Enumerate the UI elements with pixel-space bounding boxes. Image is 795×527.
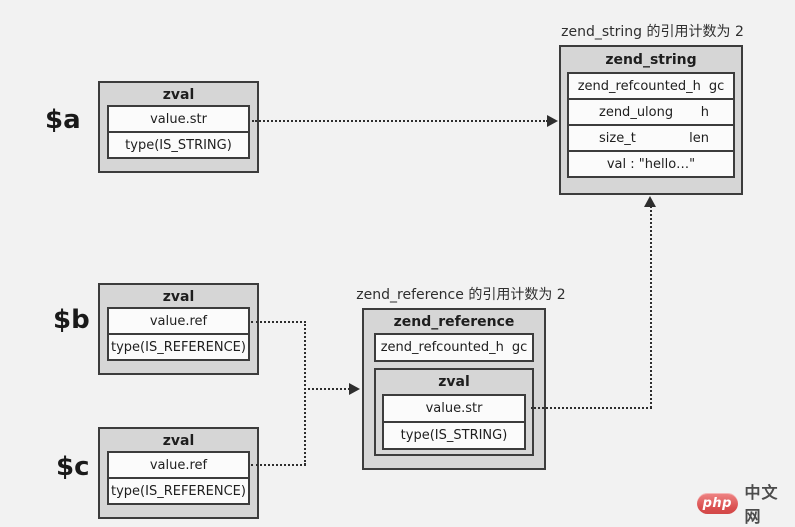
zval-b-row-type: type(IS_REFERENCE) bbox=[111, 339, 246, 355]
zval-a-row-value: value.str bbox=[109, 107, 248, 133]
zend-reference-zval-box: zval value.str type(IS_STRING) bbox=[374, 368, 534, 456]
caption-zend-string-refcount: zend_string 的引用计数为 2 bbox=[561, 24, 744, 40]
zval-a-title: zval bbox=[162, 87, 195, 103]
arrow-a-to-string-head bbox=[547, 115, 558, 127]
zend-reference-row-gc: zend_refcounted_h gc bbox=[376, 335, 532, 360]
zend-string-box: zend_string zend_refcounted_h gc zend_ul… bbox=[559, 45, 743, 195]
zend-string-row-len: size_t len bbox=[569, 126, 733, 152]
field-type: zend_refcounted_h bbox=[380, 340, 504, 355]
arrow-bc-to-reference-line bbox=[304, 388, 350, 390]
arrow-bc-to-reference-head bbox=[349, 383, 360, 395]
zval-box-b: zval value.ref type(IS_REFERENCE) bbox=[98, 283, 259, 375]
zval-box-c: zval value.ref type(IS_REFERENCE) bbox=[98, 427, 259, 519]
field-name: gc bbox=[708, 78, 725, 94]
var-label-a: $a bbox=[45, 105, 81, 135]
zval-c-row-type: type(IS_REFERENCE) bbox=[111, 483, 246, 499]
zval-b-row-value: value.ref bbox=[109, 309, 248, 335]
zend-string-row-h: zend_ulong h bbox=[569, 100, 733, 126]
arrow-bc-merge-line bbox=[304, 321, 306, 465]
field-name: len bbox=[689, 130, 709, 146]
arrow-reference-to-string-hline bbox=[531, 407, 652, 409]
arrow-c-out-line bbox=[251, 464, 306, 466]
field-type: zend_refcounted_h bbox=[577, 78, 701, 94]
field-name: gc bbox=[511, 340, 528, 355]
arrow-reference-to-string-vline bbox=[650, 206, 652, 408]
zend-string-row-gc: zend_refcounted_h gc bbox=[569, 74, 733, 100]
field-type: zend_ulong bbox=[599, 104, 674, 120]
arrow-b-out-line bbox=[251, 321, 306, 323]
zval-box-a: zval value.str type(IS_STRING) bbox=[98, 81, 259, 173]
zval-b-title: zval bbox=[162, 289, 195, 305]
php-logo-badge: php bbox=[697, 492, 738, 514]
zend-string-row-val: val : "hello…" bbox=[606, 156, 696, 172]
caption-zend-reference-refcount: zend_reference 的引用计数为 2 bbox=[356, 287, 566, 303]
field-type: size_t bbox=[599, 130, 636, 146]
zend-reference-title: zend_reference bbox=[393, 314, 515, 330]
zend-reference-zval-row-type: type(IS_STRING) bbox=[400, 428, 508, 443]
var-label-c: $c bbox=[56, 452, 90, 482]
zend-reference-box: zend_reference zend_refcounted_h gc zval… bbox=[362, 308, 546, 470]
zval-c-title: zval bbox=[162, 433, 195, 449]
zval-c-row-value: value.ref bbox=[109, 453, 248, 479]
zval-a-row-type: type(IS_STRING) bbox=[125, 137, 232, 153]
field-name: h bbox=[700, 104, 709, 120]
var-label-b: $b bbox=[53, 305, 90, 335]
zend-reference-zval-row-value: value.str bbox=[384, 396, 524, 423]
php-cn-watermark: php 中文网 bbox=[697, 479, 795, 527]
zend-string-title: zend_string bbox=[605, 52, 697, 68]
arrow-reference-to-string-head bbox=[644, 196, 656, 207]
zend-reference-zval-title: zval bbox=[438, 374, 470, 390]
arrow-a-to-string-line bbox=[252, 120, 548, 122]
php-cn-label: 中文网 bbox=[744, 483, 779, 526]
